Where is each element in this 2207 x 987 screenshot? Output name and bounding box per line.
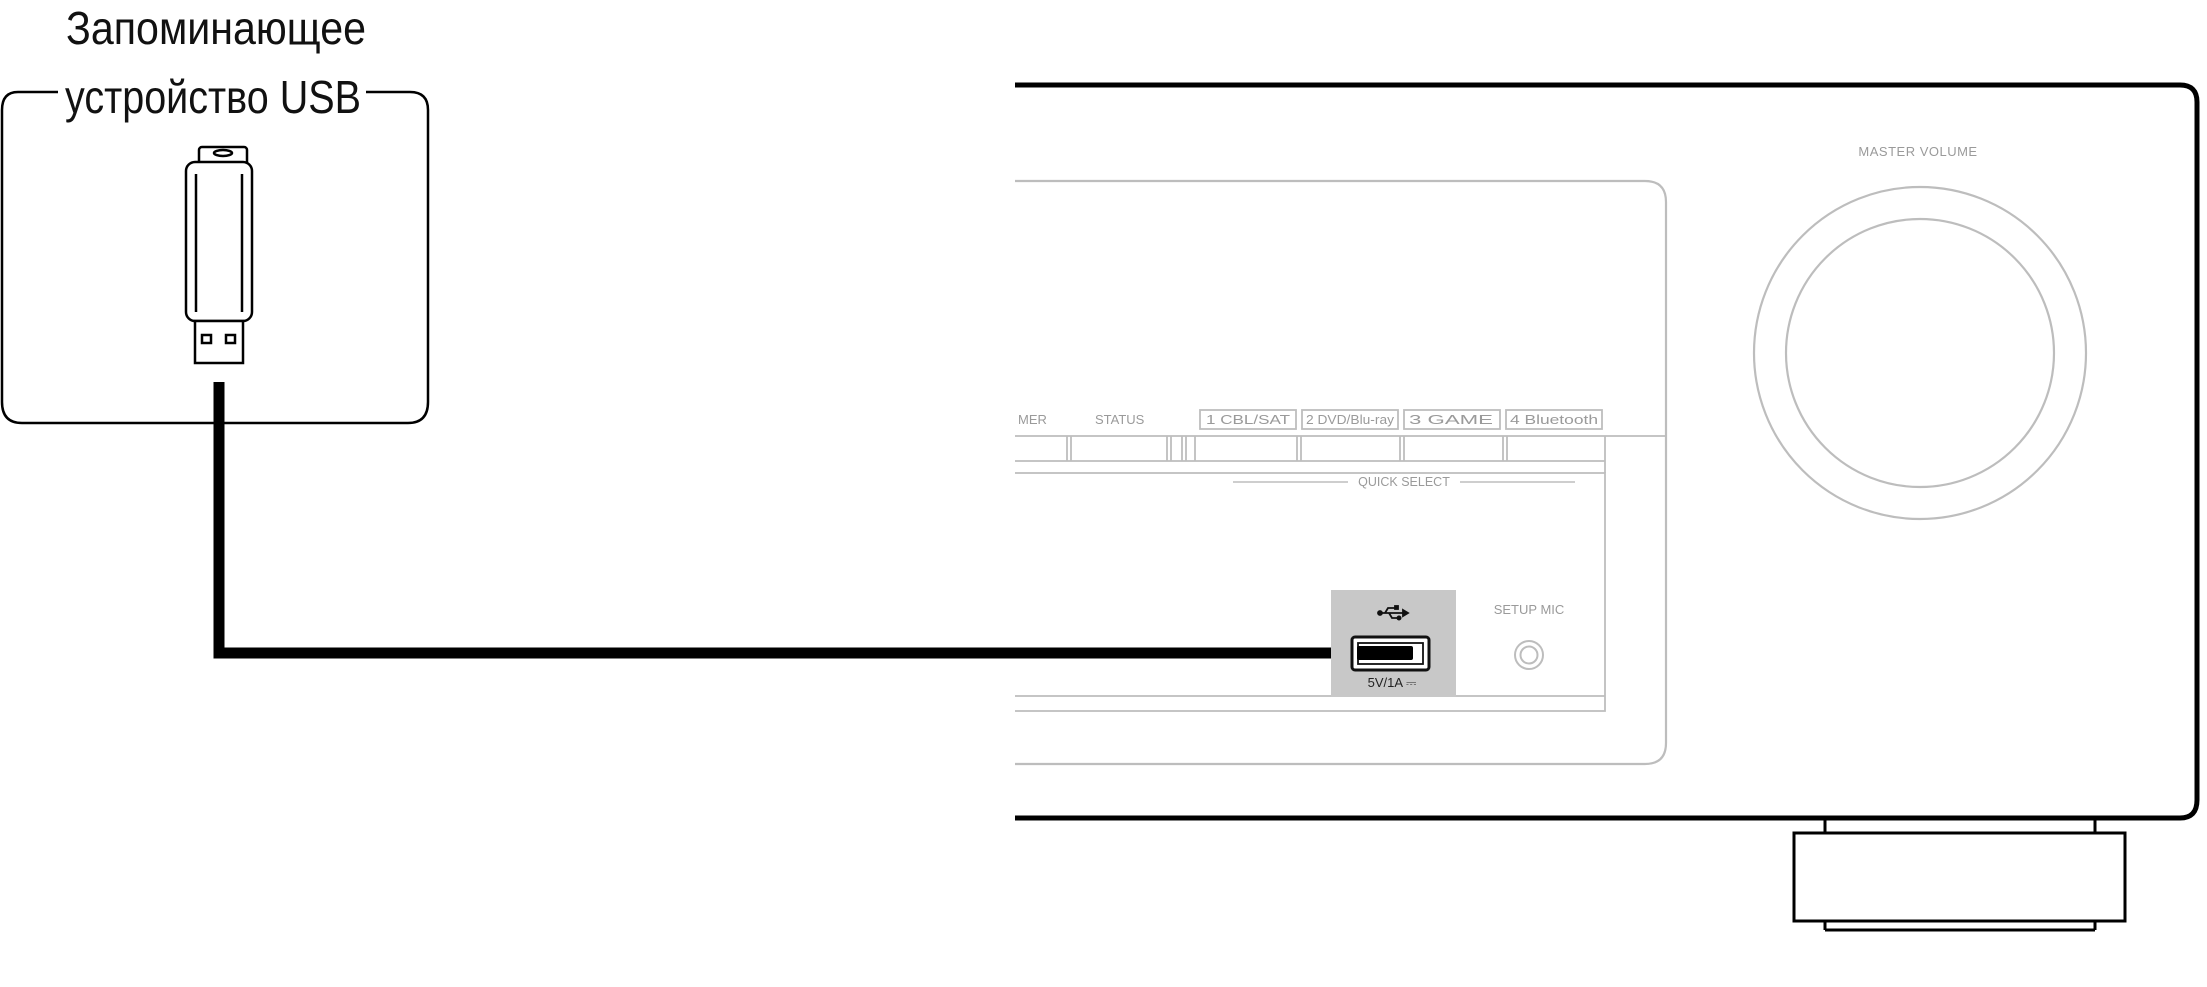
- caption-line-2: устройство USB: [65, 71, 361, 123]
- usb-symbol-icon: [1377, 605, 1410, 621]
- usb-cable: [213, 382, 1410, 659]
- mic-jack-icon[interactable]: [1514, 640, 1544, 670]
- display-panel: [1015, 179, 1668, 766]
- usb-port-rating: 5V/1A ⎓: [1368, 675, 1417, 690]
- usb-port[interactable]: 5V/1A ⎓: [1331, 590, 1456, 697]
- av-receiver: MASTER VOLUME MER STATUS 1 CBL/SAT 2 DVD…: [1015, 82, 2200, 932]
- button-row: MER STATUS 1 CBL/SAT 2 DVD/Blu-ray 3 GAM…: [1015, 409, 1666, 462]
- quick-select-3-label: 3 GAME: [1409, 412, 1494, 427]
- front-buttons[interactable]: [1015, 435, 1666, 462]
- volume-knob-icon[interactable]: [1752, 185, 2088, 521]
- lower-panel-frame: [1015, 472, 1606, 712]
- usb-device-callout: Запоминающее устройство USB: [0, 2, 430, 425]
- quick-select-2-label: 2 DVD/Blu-ray: [1306, 412, 1395, 427]
- caption-line-1: Запоминающее: [66, 2, 366, 54]
- quick-select-4-label: 4 Bluetooth: [1510, 412, 1598, 427]
- quick-select-1-label: 1 CBL/SAT: [1206, 412, 1290, 427]
- master-volume-label: MASTER VOLUME: [1858, 144, 1977, 159]
- receiver-foot: [1792, 818, 2127, 932]
- quick-select-label-boxes: [1199, 409, 1603, 430]
- usb-plug: [1357, 646, 1413, 660]
- quick-select-heading: QUICK SELECT: [1233, 475, 1575, 489]
- setup-mic-label: SETUP MIC: [1494, 602, 1565, 617]
- timer-button-label: MER: [1018, 412, 1047, 427]
- status-button-label: STATUS: [1095, 412, 1145, 427]
- usb-flash-drive-icon: [184, 145, 254, 365]
- svg-text:QUICK SELECT: QUICK SELECT: [1358, 475, 1450, 489]
